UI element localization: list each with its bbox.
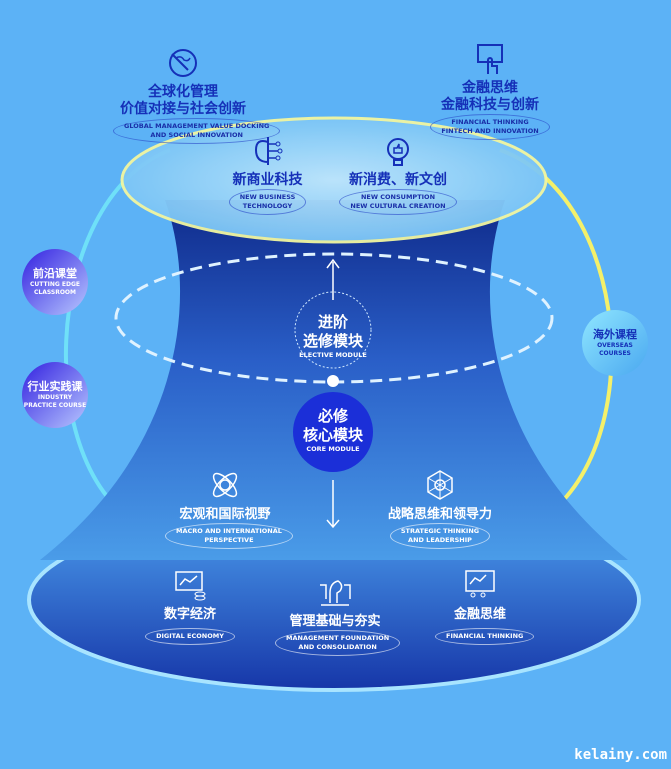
core-en: CORE MODULE	[306, 445, 360, 453]
topic-en: DIGITAL ECONOMY	[156, 632, 224, 640]
monitor-chart-coins-icon	[175, 571, 206, 601]
orbit-dot	[327, 375, 339, 387]
presentation-chart-icon	[465, 570, 495, 598]
topic-en: TECHNOLOGY	[242, 202, 293, 210]
core-module-label: 必修 核心模块 CORE MODULE	[283, 407, 383, 454]
topic-title: 金融思维	[462, 80, 518, 96]
topic-en: FINANCIAL THINKING	[451, 118, 529, 126]
core-circle	[293, 392, 373, 472]
bubble-en: CLASSROOM	[33, 289, 77, 296]
topic-title: 战略思维和领导力	[387, 507, 492, 522]
topic-en: AND LEADERSHIP	[408, 536, 472, 544]
topic-subtitle: 金融科技与创新	[441, 97, 539, 113]
topic-global-management: 全球化管理 价值对接与社会创新 GLOBAL MANAGEMENT VALUE …	[113, 46, 281, 144]
chess-pieces-icon	[320, 580, 351, 606]
atom-icon	[212, 472, 238, 498]
topic-en: NEW CONSUMPTION	[360, 193, 436, 201]
topic-en: MANAGEMENT FOUNDATION	[286, 634, 390, 642]
elective-ring	[294, 291, 372, 369]
bubble-cutting-edge-classroom: 前沿课堂 CUTTING EDGE CLASSROOM	[22, 249, 88, 315]
brain-circuit-icon	[254, 137, 282, 165]
topic-en: PERSPECTIVE	[204, 536, 254, 544]
elective-en: ELECTIVE MODULE	[299, 351, 367, 359]
elective-subtitle: 选修模块	[302, 332, 363, 350]
bubble-en: OVERSEAS	[597, 342, 633, 349]
bubble-title: 海外课程	[593, 328, 637, 341]
elective-title: 进阶	[317, 313, 348, 331]
topic-subtitle: 价值对接与社会创新	[120, 101, 246, 117]
watermark: kelainy.com	[574, 747, 667, 763]
topic-digital-economy: 数字经济 DIGITAL ECONOMY	[145, 568, 235, 645]
globe-icon	[169, 49, 197, 77]
bubble-en: PRACTICE COURSE	[23, 402, 87, 409]
bubble-title: 前沿课堂	[33, 267, 77, 280]
topic-en: NEW CULTURAL CREATION	[350, 202, 446, 210]
topic-title: 全球化管理	[148, 84, 218, 100]
bubble-overseas-courses: 海外课程 OVERSEAS COURSES	[582, 310, 648, 376]
topic-title: 数字经济	[163, 607, 216, 622]
touch-screen-dollar-icon	[477, 44, 503, 74]
core-subtitle: 核心模块	[302, 426, 363, 444]
topic-en: FINTECH AND INNOVATION	[441, 127, 539, 135]
bubble-en: CUTTING EDGE	[30, 281, 80, 288]
topic-en: AND CONSOLIDATION	[298, 643, 377, 651]
bubble-en: INDUSTRY	[37, 394, 73, 401]
bubble-industry-practice: 行业实践课 INDUSTRY PRACTICE COURSE	[22, 362, 88, 428]
topic-title: 新消费、新文创	[349, 172, 447, 188]
topic-en: MACRO AND INTERNATIONAL	[176, 527, 282, 535]
topic-en: NEW BUSINESS	[239, 193, 296, 201]
bubble-en: COURSES	[599, 350, 631, 357]
topic-title: 金融思维	[453, 607, 506, 622]
topic-title: 管理基础与夯实	[289, 614, 381, 629]
lightbulb-thumbsup-icon	[387, 138, 409, 166]
elective-module-label: 进阶 选修模块 ELECTIVE MODULE	[283, 313, 383, 360]
topic-en: STRATEGIC THINKING	[400, 527, 480, 535]
topic-en: GLOBAL MANAGEMENT VALUE DOCKING	[124, 122, 270, 130]
topic-financial-thinking: 金融思维 FINANCIAL THINKING	[435, 568, 535, 645]
topic-title: 新商业科技	[232, 172, 303, 188]
topic-en: AND SOCIAL INNOVATION	[150, 131, 243, 139]
topic-title: 宏观和国际视野	[179, 507, 271, 522]
topic-en: FINANCIAL THINKING	[446, 632, 524, 640]
core-title: 必修	[317, 407, 348, 425]
network-cube-icon	[427, 470, 453, 500]
bubble-title: 行业实践课	[27, 380, 83, 393]
